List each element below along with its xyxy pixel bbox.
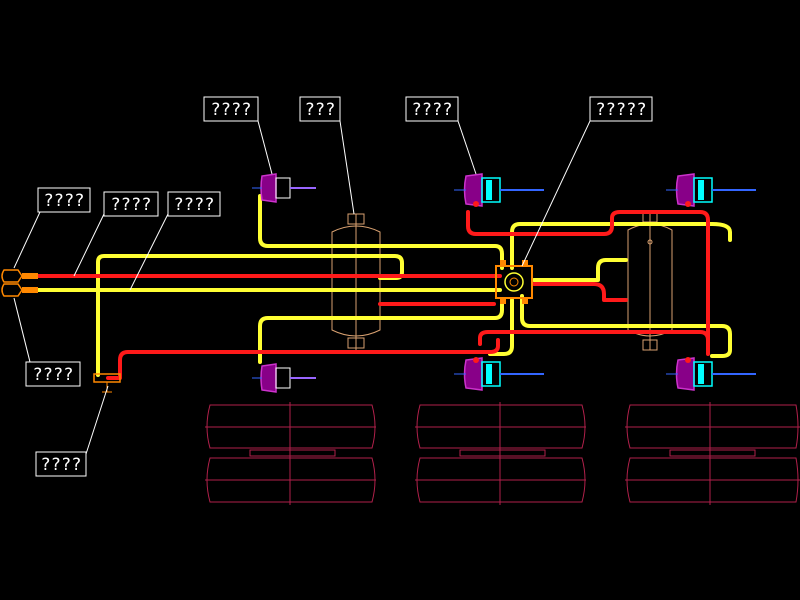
glad-hand-coupler-icon: [1, 283, 38, 297]
service-lines: [28, 210, 710, 380]
callout-supply-line: ????: [167, 191, 221, 217]
service-tank-feed: [532, 282, 628, 302]
tires: [205, 402, 800, 505]
svg-text:???: ???: [305, 100, 336, 120]
brake-chamber-icon: [454, 173, 544, 207]
callout-drain-valve: ????: [35, 451, 87, 477]
tire-icon: [415, 402, 586, 505]
svg-text:?????: ?????: [595, 100, 646, 120]
svg-text:????: ????: [174, 195, 215, 215]
supply-to-rear-axle: [520, 294, 732, 358]
relay-valve: [495, 260, 533, 304]
brake-chamber-icon: [666, 357, 756, 391]
brake-chamber-icon: [252, 173, 316, 203]
air-tank-icon: [330, 213, 382, 350]
svg-text:????: ????: [412, 100, 453, 120]
svg-text:????: ????: [111, 195, 152, 215]
tire-icon: [205, 402, 376, 505]
tire-icon: [625, 402, 800, 505]
callout-chamber-rear: ????: [203, 96, 259, 122]
supply-to-chamber-rear-bottom: [258, 298, 504, 364]
air-tank-left: [330, 213, 382, 350]
callout-coupler-service: ????: [37, 187, 91, 213]
service-drain-branch: [106, 338, 500, 380]
air-tank-right: [627, 211, 673, 351]
leader-lines: [13, 120, 591, 455]
supply-relay-tank: [532, 258, 628, 282]
callout-chamber-mid: ????: [405, 96, 459, 122]
relay-valve-icon: [495, 260, 533, 304]
svg-text:????: ????: [41, 455, 82, 475]
couplers: [1, 269, 38, 297]
supply-to-chamber-rear-top: [258, 194, 504, 270]
service-to-mid-chambers: [466, 210, 710, 356]
air-tank-icon: [627, 211, 673, 351]
svg-text:????: ????: [211, 100, 252, 120]
svg-text:????: ????: [44, 191, 85, 211]
brake-chamber-icon: [666, 173, 756, 207]
supply-to-mid-top: [510, 222, 732, 270]
callout-service-line: ????: [103, 191, 159, 217]
service-lower-run: [478, 330, 710, 346]
glad-hand-coupler-icon: [1, 269, 38, 283]
callout-air-tank: ???: [299, 96, 341, 122]
brake-chamber-icon: [454, 357, 544, 391]
brake-chambers: [252, 173, 756, 393]
svg-text:????: ????: [33, 365, 74, 385]
brake-chamber-icon: [252, 363, 316, 393]
callout-coupler-supply: ????: [25, 361, 81, 387]
supply-to-mid-bottom: [488, 298, 514, 356]
callout-boxes: ???? ??? ???? ????? ???? ???? ???? ????: [25, 96, 653, 477]
callout-relay-valve: ?????: [589, 96, 653, 122]
